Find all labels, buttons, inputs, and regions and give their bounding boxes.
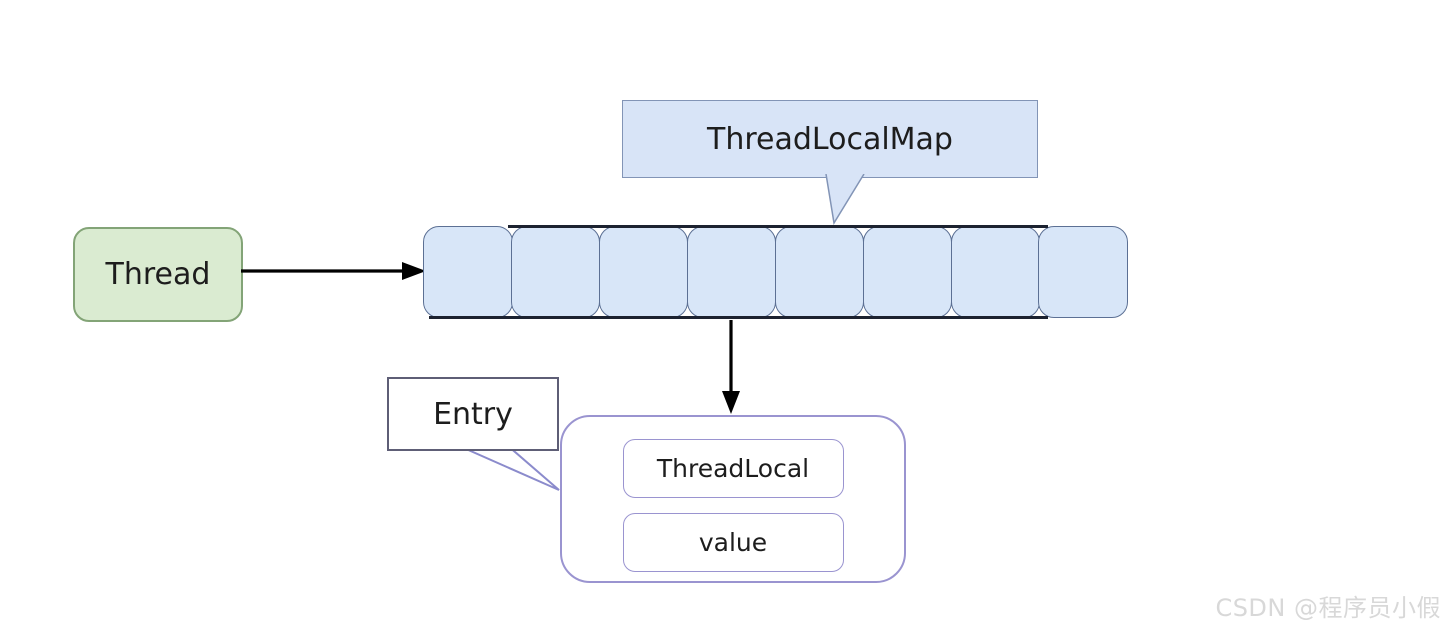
watermark: CSDN @程序员小假 bbox=[1215, 594, 1441, 622]
entry-container: ThreadLocal value bbox=[560, 415, 906, 583]
entry-callout: Entry bbox=[387, 377, 559, 451]
array-cells bbox=[423, 226, 1128, 318]
threadlocal-box: ThreadLocal bbox=[622, 439, 844, 498]
threadlocalmap-callout-tail bbox=[825, 174, 865, 226]
threadlocalmap-label: ThreadLocalMap bbox=[707, 121, 953, 157]
thread-to-map-arrow bbox=[241, 262, 426, 280]
threadlocalmap-callout: ThreadLocalMap bbox=[622, 100, 1038, 178]
thread-label: Thread bbox=[105, 257, 211, 292]
entry-label: Entry bbox=[433, 396, 513, 432]
array-to-entry-arrow bbox=[722, 320, 740, 414]
array-cell bbox=[423, 226, 513, 318]
array-cell bbox=[510, 226, 601, 318]
threadlocal-label: ThreadLocal bbox=[656, 454, 810, 483]
entry-callout-tail bbox=[456, 445, 560, 491]
array-bottom-rail bbox=[429, 316, 1048, 319]
array-top-rail bbox=[508, 225, 1048, 228]
value-box: value bbox=[622, 513, 844, 572]
array-cell bbox=[1038, 226, 1128, 318]
array-cell bbox=[598, 226, 689, 318]
thread-box: Thread bbox=[73, 227, 243, 322]
array-cell bbox=[774, 226, 865, 318]
threadlocalmap-array bbox=[423, 225, 1128, 319]
array-cell bbox=[686, 226, 777, 318]
array-cell bbox=[950, 226, 1041, 318]
array-cell bbox=[862, 226, 953, 318]
value-label: value bbox=[698, 528, 768, 557]
